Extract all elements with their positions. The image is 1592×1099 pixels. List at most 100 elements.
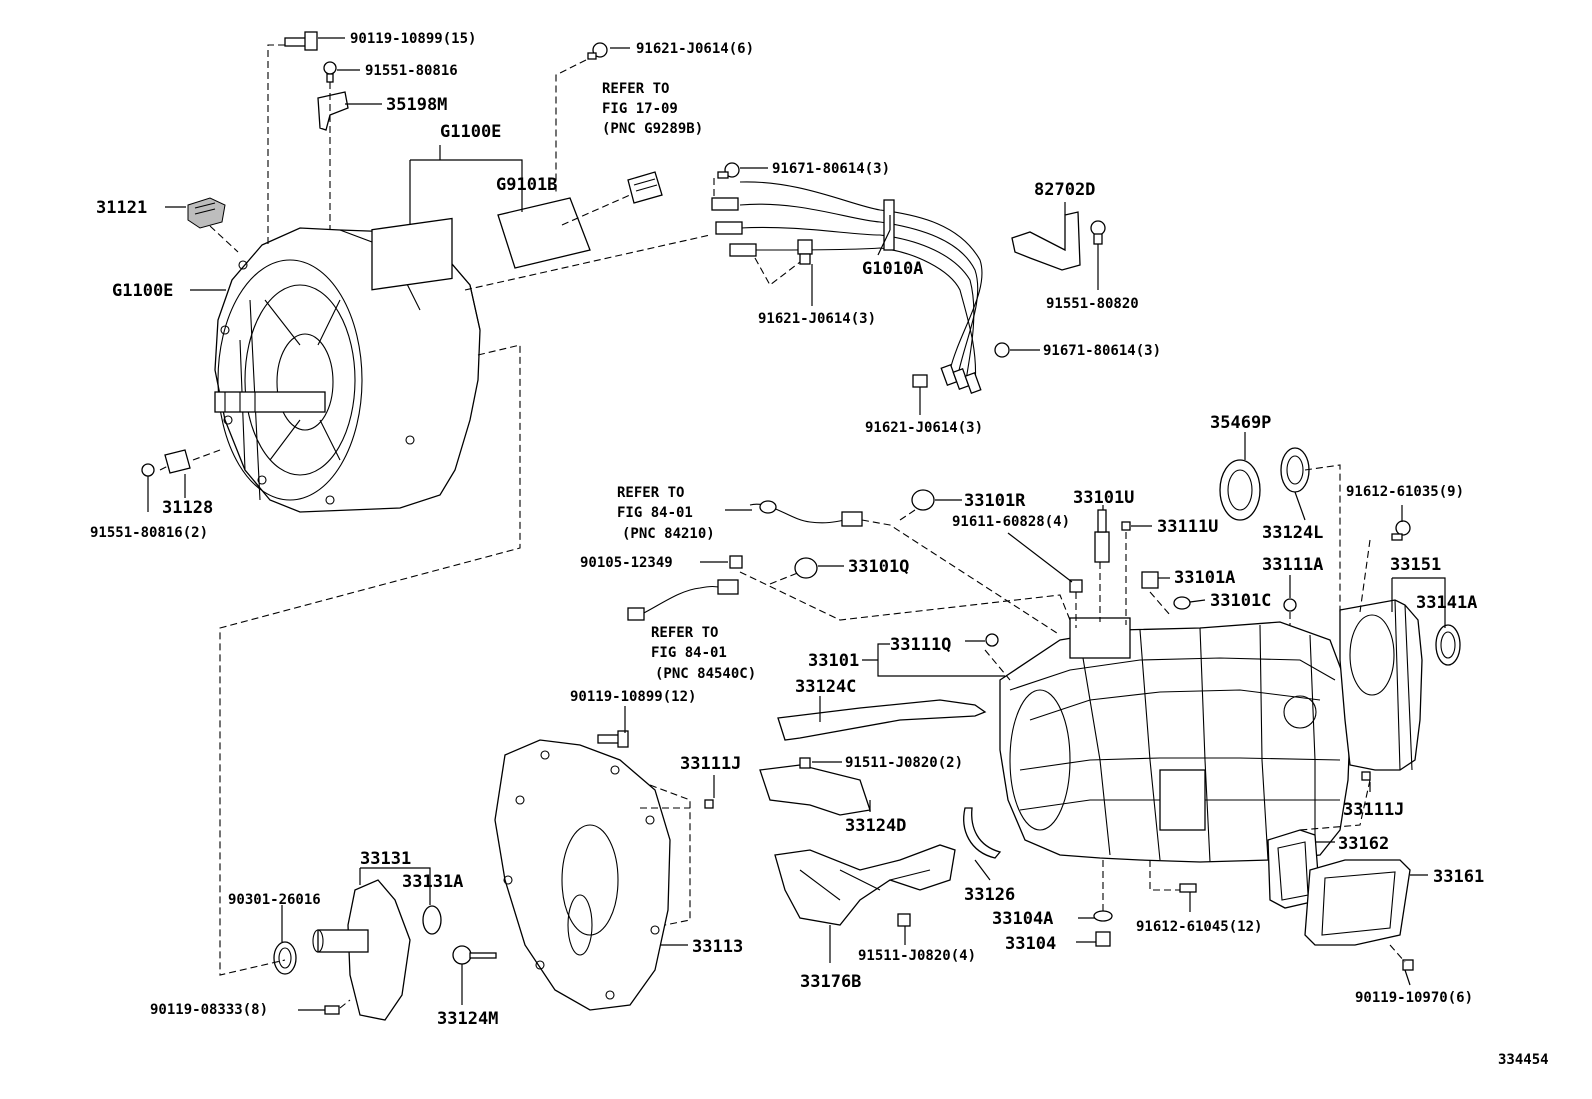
bolt-91671-80614-top bbox=[717, 162, 740, 179]
label-91551-80816-2: 91551-80816(2) bbox=[90, 525, 208, 541]
label-33161: 33161 bbox=[1433, 867, 1484, 887]
label-33131: 33131 bbox=[360, 849, 411, 869]
label-91511-j0820-4: 91511-J0820(4) bbox=[858, 948, 976, 964]
bolt-91621-j0614-mid bbox=[797, 239, 813, 265]
label-91612-61035-9: 91612-61035(9) bbox=[1346, 484, 1464, 500]
label-31121: 31121 bbox=[96, 198, 147, 218]
label-refer-to-17-line2: FIG 17-09 bbox=[602, 101, 678, 117]
label-33101: 33101 bbox=[808, 651, 859, 671]
seal-90301-26016 bbox=[273, 941, 297, 975]
label-33124m: 33124M bbox=[437, 1009, 498, 1029]
bolt-91511-j0820-a bbox=[799, 757, 811, 769]
label-33126: 33126 bbox=[964, 885, 1015, 905]
label-33104: 33104 bbox=[1005, 934, 1056, 954]
label-90119-08333-8: 90119-08333(8) bbox=[150, 1002, 268, 1018]
label-refer-to-84a-line3: (PNC 84210) bbox=[622, 526, 715, 542]
cover-33176b bbox=[774, 844, 956, 926]
transmission-case-33101 bbox=[999, 617, 1351, 863]
bolt-90105-12349 bbox=[729, 555, 743, 569]
bolt-91551-80816-top bbox=[323, 61, 337, 83]
label-35469p: 35469P bbox=[1210, 413, 1271, 433]
bolt-91612-61035 bbox=[1391, 520, 1411, 541]
bolt-90119-10970 bbox=[1402, 959, 1414, 971]
adapter-plate-33113 bbox=[494, 739, 671, 1011]
sensor-33101u bbox=[1094, 509, 1110, 563]
label-refer-to-84b-line2: FIG 84-01 bbox=[651, 645, 727, 661]
plug-33101r bbox=[911, 489, 935, 511]
label-91621-j0614-3-a: 91621-J0614(3) bbox=[758, 311, 876, 327]
label-33101c: 33101C bbox=[1210, 591, 1271, 611]
label-90119-10899-15: 90119-10899(15) bbox=[350, 31, 476, 47]
label-refer-to-84a-line2: FIG 84-01 bbox=[617, 505, 693, 521]
bolt-90119-10899-top bbox=[284, 31, 318, 51]
gasket-33104a bbox=[1093, 910, 1113, 922]
bolt-90119-08333 bbox=[324, 1005, 340, 1015]
sensor-84210 bbox=[749, 500, 863, 527]
plate-31128 bbox=[164, 449, 191, 474]
label-33111u: 33111U bbox=[1157, 517, 1218, 537]
plug-33104 bbox=[1095, 931, 1111, 947]
label-33101u: 33101U bbox=[1073, 488, 1134, 508]
label-g1100e-left: G1100E bbox=[112, 281, 173, 301]
bolt-91551-80816-bottom bbox=[141, 463, 155, 477]
label-refer-to-84b-line3: (PNC 84540C) bbox=[655, 666, 756, 682]
label-91551-80816: 91551-80816 bbox=[365, 63, 458, 79]
sticker-g9289b bbox=[627, 171, 663, 204]
label-91621-j0614-3-b: 91621-J0614(3) bbox=[865, 420, 983, 436]
label-g1010a: G1010A bbox=[862, 259, 923, 279]
extension-housing-33151 bbox=[1339, 599, 1423, 771]
label-refer-to-84a-line1: REFER TO bbox=[617, 485, 684, 501]
bolt-91621-j0614-bottom bbox=[912, 374, 928, 388]
part-labels: 90119-10899(15) 91551-80816 35198M G1100… bbox=[90, 31, 1549, 1068]
seal-33131a bbox=[422, 905, 442, 935]
bearing-retainer-33131 bbox=[312, 879, 411, 1021]
bolt-91671-80614-bottom bbox=[994, 342, 1010, 358]
bracket-35198m bbox=[317, 91, 349, 131]
bracket-82702d bbox=[1011, 211, 1081, 271]
label-33111j-b: 33111J bbox=[1343, 800, 1404, 820]
label-33176b: 33176B bbox=[800, 972, 861, 992]
gasket-35469p bbox=[1219, 459, 1261, 521]
plug-33101a bbox=[1141, 571, 1159, 589]
plug-33111j-left bbox=[704, 799, 714, 809]
plug-33101q bbox=[794, 557, 818, 579]
label-33124c: 33124C bbox=[795, 677, 856, 697]
plug-33111q bbox=[985, 633, 999, 647]
bolt-91612-61045 bbox=[1179, 883, 1197, 893]
label-90301-26016: 90301-26016 bbox=[228, 892, 321, 908]
label-91551-80820: 91551-80820 bbox=[1046, 296, 1139, 312]
oil-seal-33126 bbox=[963, 807, 1002, 859]
label-33131a: 33131A bbox=[402, 872, 463, 892]
label-33113: 33113 bbox=[692, 937, 743, 957]
label-33101q: 33101Q bbox=[848, 557, 909, 577]
bolt-91551-80820 bbox=[1090, 220, 1106, 245]
label-33162: 33162 bbox=[1338, 834, 1389, 854]
label-91511-j0820-2: 91511-J0820(2) bbox=[845, 755, 963, 771]
leader-lines bbox=[147, 37, 1446, 1011]
figure-number: 334454 bbox=[1498, 1052, 1549, 1068]
label-33104a: 33104A bbox=[992, 909, 1053, 929]
oil-seal-33141a bbox=[1435, 624, 1461, 666]
label-91611-60828-4: 91611-60828(4) bbox=[952, 514, 1070, 530]
label-33124d: 33124D bbox=[845, 816, 906, 836]
label-33111j-a: 33111J bbox=[680, 754, 741, 774]
wire-harness-g1010a bbox=[711, 181, 983, 395]
label-33101a: 33101A bbox=[1174, 568, 1235, 588]
label-33141a: 33141A bbox=[1416, 593, 1477, 613]
cover-33161 bbox=[1304, 859, 1411, 946]
label-33111q: 33111Q bbox=[890, 635, 951, 655]
label-refer-to-17-line1: REFER TO bbox=[602, 81, 669, 97]
label-refer-to-84b-line1: REFER TO bbox=[651, 625, 718, 641]
label-91671-80614-3-b: 91671-80614(3) bbox=[1043, 343, 1161, 359]
label-90119-10899-12: 90119-10899(12) bbox=[570, 689, 696, 705]
label-refer-to-17-line3: (PNC G9289B) bbox=[602, 121, 703, 137]
label-90105-12349: 90105-12349 bbox=[580, 555, 673, 571]
label-82702d: 82702D bbox=[1034, 180, 1095, 200]
plug-33111a bbox=[1283, 598, 1297, 612]
plug-33111j-right bbox=[1361, 771, 1371, 781]
sensor-84540c bbox=[627, 579, 739, 621]
label-33111a: 33111A bbox=[1262, 555, 1323, 575]
label-g9101b: G9101B bbox=[496, 175, 557, 195]
dashed-assembly-lines bbox=[159, 44, 1406, 1009]
label-35198m: 35198M bbox=[386, 95, 447, 115]
